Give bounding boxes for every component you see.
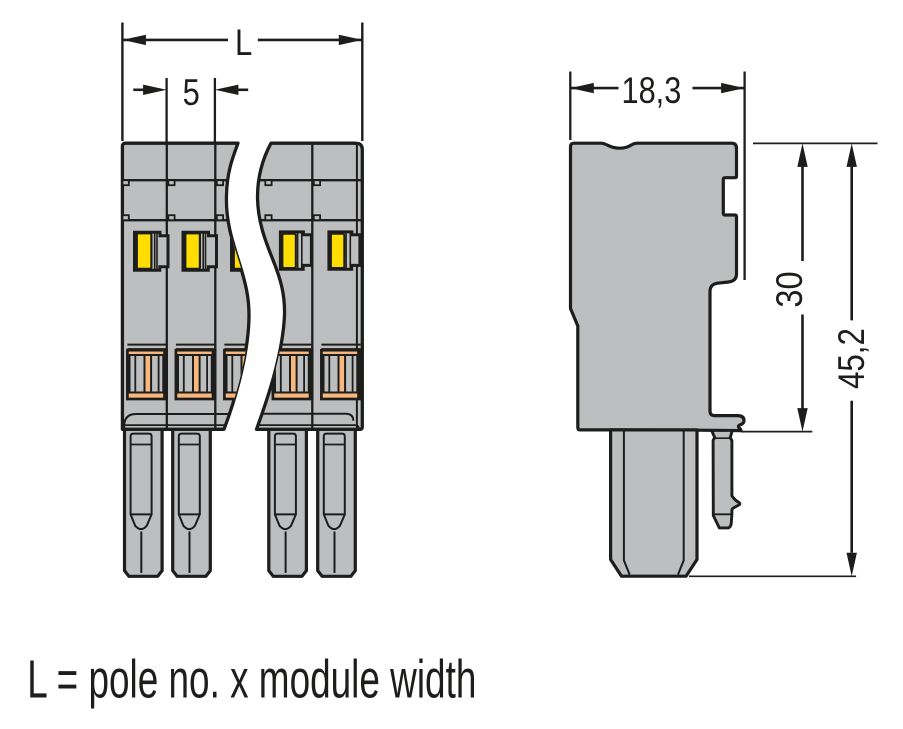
svg-text:18,3: 18,3	[622, 70, 682, 111]
svg-text:L = pole no. x module width: L = pole no. x module width	[27, 648, 476, 709]
svg-text:L: L	[235, 23, 252, 64]
svg-text:45,2: 45,2	[832, 328, 873, 389]
svg-text:30: 30	[769, 271, 810, 307]
svg-text:5: 5	[183, 73, 200, 114]
